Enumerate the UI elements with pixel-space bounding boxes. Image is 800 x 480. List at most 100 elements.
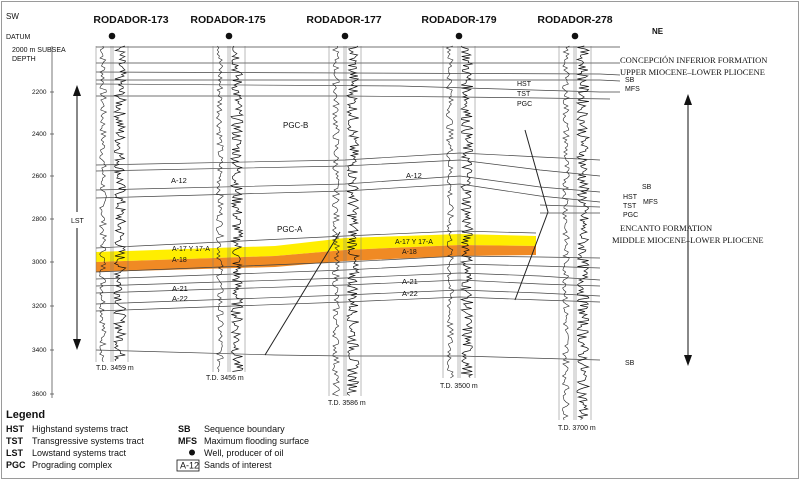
legend-abbr: PGC [6,460,26,470]
sand-label-a21: A-21 [172,284,188,293]
legend-desc: Sequence boundary [204,424,285,434]
legend-abbr: HST [6,424,25,434]
sand-label-a12: A-12 [171,176,187,185]
datum-label: DATUM [6,34,31,41]
direction-ne: NE [652,27,664,36]
tract-label-hst: HST [623,194,638,201]
legend-desc: Transgressive systems tract [32,436,144,446]
legend-desc: Maximum flooding surface [204,436,309,446]
tract-label-sb-bottom: SB [625,360,635,367]
tract-label-sb: SB [625,77,635,84]
well-name-177: RODADOR-177 [306,14,381,26]
formation-lower-name: ENCANTO FORMATION [620,223,712,233]
sand-label-a18: A-18 [402,249,417,256]
well-name-278: RODADOR-278 [537,14,612,26]
well-log-track [95,45,129,363]
log-curve [445,45,455,379]
datum-depth-2: DEPTH [12,56,36,63]
td-label: T.D. 3586 m [328,400,366,407]
sand-band-a17 [96,234,536,262]
oil-producer-icon [455,32,463,40]
well-name-173: RODADOR-173 [93,14,168,26]
well-headers: RODADOR-173 RODADOR-175 RODADOR-177 RODA… [93,14,613,40]
correlation-line [95,71,621,76]
datum-depth-1: 2000 m SUBSEA [12,47,66,54]
legend-desc: Lowstand systems tract [32,448,127,458]
sand-box-icon [176,459,200,472]
well-name-179: RODADOR-179 [421,14,496,26]
formation-upper-name: CONCEPCIÓN INFERIOR FORMATION [620,55,767,65]
depth-tick: 3400 [32,347,47,354]
tract-label-tst: TST [623,203,637,210]
legend-abbr: TST [6,436,24,446]
tract-label-mfs: MFS [625,86,640,93]
legend-desc: Sands of interest [204,460,272,470]
fault-line [514,211,549,301]
legend-desc: Well, producer of oil [204,448,283,458]
td-label: T.D. 3459 m [96,365,134,372]
oil-producer-icon [571,32,579,40]
log-curve [230,45,244,372]
depth-axis: 2200 2400 2600 2800 3000 3200 3400 3600 [32,46,54,398]
correlation-line [95,83,620,93]
correlation-line [95,183,601,203]
log-curve [215,45,225,373]
legend-title: Legend [6,409,45,421]
tract-label-mfs: MFS [643,199,658,206]
correlation-line [539,204,601,208]
well-log-tracks [95,45,592,421]
legend-abbr: A-12 [180,461,199,471]
depth-tick: 2200 [32,89,47,96]
correlation-line [95,152,601,166]
tract-label-hst: HST [517,81,532,88]
sand-label-a22: A-22 [172,294,188,303]
log-curve [112,45,128,362]
legend-abbr: MFS [178,436,197,446]
correlation-line [96,79,621,82]
depth-tick: 3000 [32,259,47,266]
legend-desc: Prograding complex [32,460,113,470]
td-label: T.D. 3456 m [206,375,244,382]
td-label: T.D. 3500 m [440,383,478,390]
formation-upper-age: UPPER MIOCENE–LOWER PLIOCENE [620,67,765,77]
direction-sw: SW [6,12,19,21]
oil-producer-icon [189,449,195,456]
oil-producer-icon [225,32,233,40]
well-log-track [328,45,362,397]
depth-tick: 3200 [32,303,47,310]
sand-label-a12: A-12 [406,171,422,180]
log-curve [575,45,591,420]
well-name-175: RODADOR-175 [190,14,265,26]
lst-label: LST [71,218,85,225]
correlation-line [95,230,537,249]
well-log-track [442,45,476,379]
tract-label-sb: SB [642,184,652,191]
depth-tick: 2800 [32,216,47,223]
lst-arrow: LST [71,85,85,350]
correlation-line [95,349,601,361]
log-curve [561,45,570,421]
tract-label-pgc: PGC [517,101,532,108]
fault-line [264,231,341,356]
depth-tick: 2600 [32,173,47,180]
sand-label-a21: A-21 [402,277,418,286]
legend-desc: Highstand systems tract [32,424,129,434]
sand-label-a18: A-18 [172,257,187,264]
sand-label-a17: A-17 Y 17-A [172,246,210,253]
legend-abbr: LST [6,448,24,458]
formation-arrow [684,94,692,366]
well-log-track [558,45,592,421]
pgc-b-label: PGC-B [283,121,308,130]
td-label: T.D. 3700 m [558,425,596,432]
depth-tick: 3600 [32,391,47,398]
log-curve [459,45,474,378]
legend-abbr: SB [178,424,191,434]
formation-lower-age: MIDDLE MIOCENE–LOWER PLIOCENE [612,235,764,245]
sand-label-a22: A-22 [402,289,418,298]
log-curve [331,45,341,397]
pgc-a-label: PGC-A [277,225,303,234]
well-log-track [212,45,246,373]
oil-producer-icon [341,32,349,40]
